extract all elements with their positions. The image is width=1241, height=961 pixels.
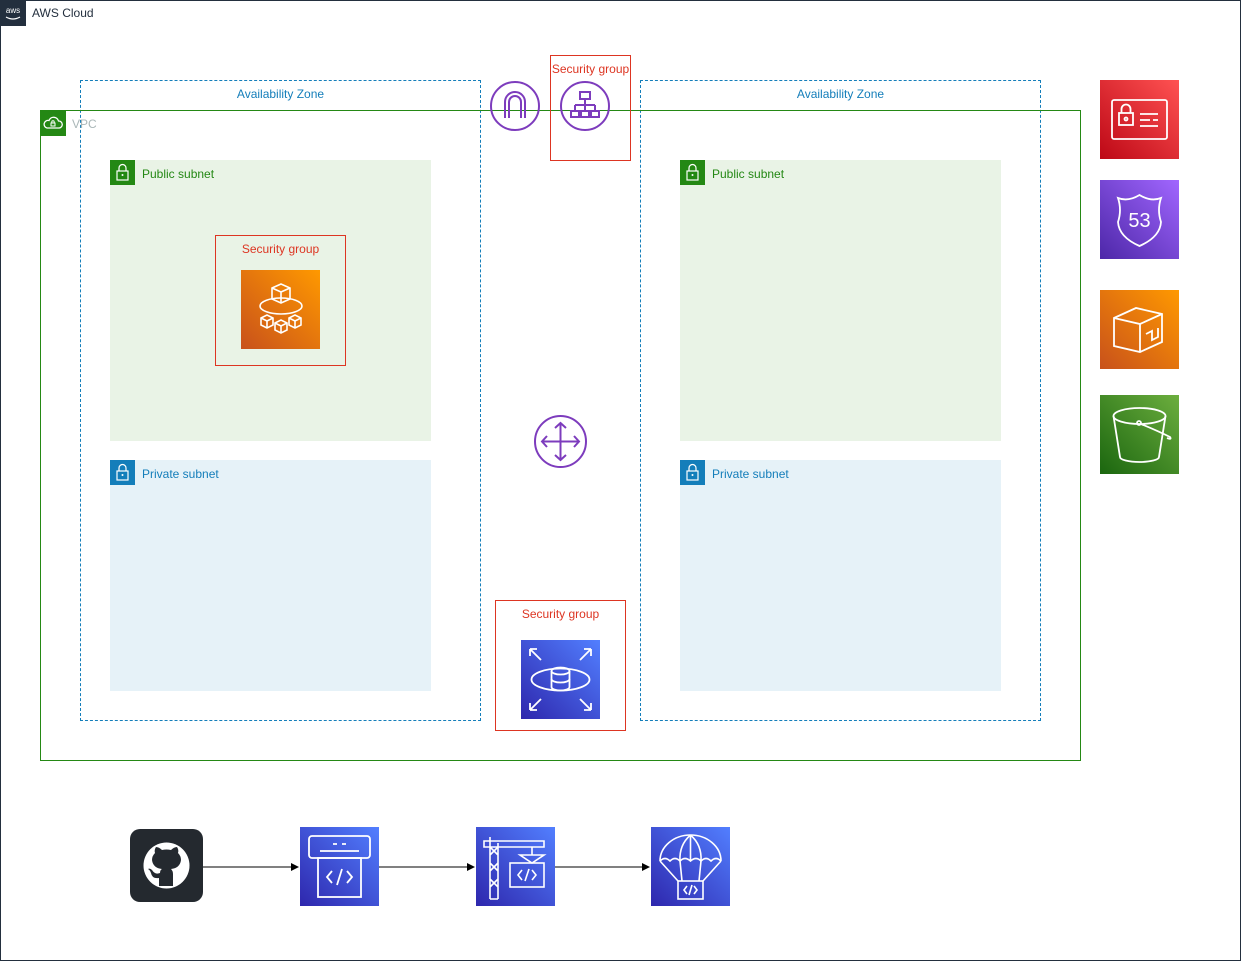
security-group-load-balancer-label: Security group: [551, 62, 630, 76]
public-subnet-right: [680, 160, 1001, 441]
private-subnet-right: [680, 460, 1001, 691]
security-group-load-balancer: [550, 55, 631, 161]
availability-zone-right-label: Availability Zone: [796, 87, 885, 101]
security-group-rds: [495, 600, 626, 731]
public-subnet-left-label: Public subnet: [142, 167, 215, 181]
lock-icon: [680, 460, 705, 485]
pipeline-arrows: [203, 863, 650, 871]
fargate-icon: [241, 270, 320, 349]
svg-text:aws: aws: [6, 6, 20, 15]
aws-cloud-title: AWS Cloud: [32, 6, 94, 20]
codedeploy-icon: [651, 827, 730, 906]
availability-zone-right: [640, 80, 1041, 721]
github-icon: [130, 829, 203, 902]
elastic-container-registry-icon: [1100, 290, 1179, 369]
availability-zone-left-label: Availability Zone: [236, 87, 325, 101]
s3-bucket-icon: [1100, 395, 1179, 474]
codecommit-icon: [300, 827, 379, 906]
aws-logo-icon: aws: [0, 0, 26, 26]
lock-icon: [680, 160, 705, 185]
certificate-manager-icon: [1100, 80, 1179, 159]
security-group-ecs: [215, 235, 346, 366]
private-subnet-right-label: Private subnet: [712, 467, 789, 481]
route53-icon: 53: [1100, 180, 1179, 259]
private-subnet-left: [110, 460, 431, 691]
route53-badge-text: 53: [1128, 210, 1150, 232]
vpc-router-icon: [533, 414, 588, 469]
availability-zone-left: [80, 80, 481, 721]
internet-gateway-icon: [489, 80, 541, 132]
elastic-load-balancer-icon: [559, 80, 611, 132]
security-group-rds-label: Security group: [521, 607, 600, 621]
private-subnet-left-label: Private subnet: [142, 467, 219, 481]
public-subnet-right-label: Public subnet: [712, 167, 785, 181]
codebuild-icon: [476, 827, 555, 906]
lock-icon: [110, 460, 135, 485]
rds-icon: [521, 640, 600, 719]
security-group-ecs-label: Security group: [241, 242, 320, 256]
vpc-label: VPC: [72, 117, 97, 131]
vpc-cloud-icon: [40, 110, 66, 136]
lock-icon: [110, 160, 135, 185]
